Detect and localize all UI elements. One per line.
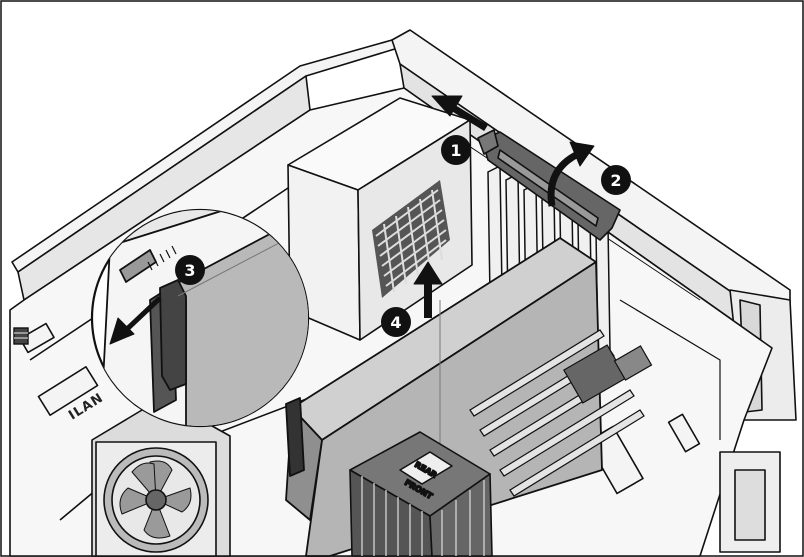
callout-4-number: 4 bbox=[390, 313, 401, 332]
arrow-step-4 bbox=[413, 261, 443, 318]
arrow-step-2 bbox=[547, 141, 595, 207]
screw-icon bbox=[13, 327, 29, 345]
callout-2: 2 bbox=[601, 165, 631, 195]
arrow-step-1 bbox=[431, 95, 488, 131]
callout-1-number: 1 bbox=[450, 141, 461, 160]
cpu-heatsink: REAR FRONT bbox=[349, 431, 493, 557]
callout-1: 1 bbox=[441, 135, 471, 165]
callout-4: 4 bbox=[381, 307, 411, 337]
inset-card-bracket bbox=[159, 279, 187, 391]
magnifier-inset bbox=[90, 208, 310, 428]
system-fan bbox=[91, 397, 231, 557]
callout-2-number: 2 bbox=[610, 171, 621, 190]
arrow-step-3 bbox=[109, 296, 162, 345]
psu-vent-grid bbox=[372, 180, 450, 298]
callout-3-number: 3 bbox=[184, 261, 195, 280]
callout-3: 3 bbox=[175, 255, 205, 285]
motherboard-components bbox=[469, 329, 653, 497]
step-arrows bbox=[109, 95, 595, 345]
